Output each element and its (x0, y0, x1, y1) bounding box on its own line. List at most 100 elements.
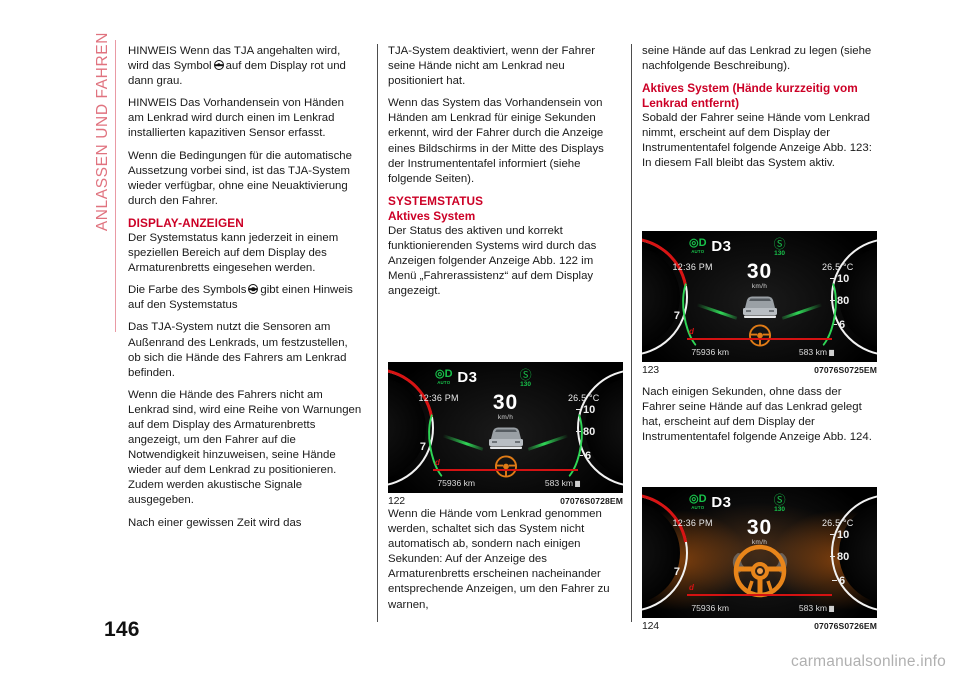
current-speed: 30 km/h (747, 517, 772, 546)
paragraph: Nach einer gewissen Zeit wird das (128, 516, 302, 529)
trip-label: d (689, 326, 694, 336)
trip-label: d (689, 582, 694, 592)
range-value: 583 km (799, 603, 837, 613)
section-heading-systemstatus: SYSTEMSTATUS (388, 193, 484, 208)
odometer-value: 75936 km (691, 347, 730, 358)
gauge-tick (830, 555, 835, 557)
tachometer-value: 7 (419, 440, 426, 453)
paragraph-text-cont: gibt einen Hinweis auf den Systemstatus (128, 284, 353, 312)
auto-label: AUTO (691, 504, 705, 510)
gear-indicator: D3 (711, 493, 732, 511)
steering-wheel-status-icon (748, 324, 771, 347)
text-column-2-continued: Wenn die Hände vom Lenkrad genommen werd… (388, 507, 622, 620)
paragraph-text-cont: auf dem Display rot und dann grau. (128, 60, 346, 88)
paragraph: HINWEIS Das Vorhandensein von Händen am … (128, 97, 344, 140)
figure-number: 122 (388, 495, 405, 507)
figure-number: 124 (642, 620, 659, 632)
speedometer-tick-100: 10 (583, 403, 596, 416)
clock-display: 12:36 PM (672, 262, 713, 273)
fuel-pump-icon (575, 480, 581, 488)
gauge-tick (576, 430, 581, 432)
paragraph: Wenn das System das Vorhandensein von Hä… (388, 97, 604, 185)
figure-code: 07076S0728EM (560, 496, 623, 506)
text-column-2: TJA-System deaktiviert, wenn der Fahrer … (388, 44, 622, 306)
speed-unit: km/h (751, 539, 768, 547)
speedometer-tick-100: 10 (837, 272, 850, 285)
steering-wheel-status-icon (494, 455, 517, 478)
speedometer-tick-60: 6 (585, 449, 592, 462)
tachometer-value: 7 (673, 565, 680, 578)
speed-limit-value: 130 (774, 505, 786, 513)
odometer-value: 75936 km (437, 478, 476, 489)
gauge-tick (578, 454, 583, 456)
speed-value: 30 (746, 516, 773, 540)
current-speed: 30 km/h (747, 261, 772, 290)
fuel-pump-icon (829, 349, 835, 357)
status-bar-divider (686, 594, 833, 596)
range-value: 583 km (545, 478, 583, 488)
running-header-label: ANLASSEN UND FAHREN (94, 32, 111, 232)
gauge-tick (830, 533, 835, 535)
paragraph-text: Die Farbe des Symbols (128, 284, 247, 297)
steering-wheel-icon (248, 284, 259, 295)
fuel-pump-icon (829, 605, 835, 613)
cluster-info-row: 12:36 PM 30 km/h 26.5 °C (642, 517, 877, 546)
gauge-tick (830, 277, 835, 279)
paragraph: Das TJA-System nutzt die Sensoren am Auß… (128, 321, 348, 379)
cluster-info-row: 12:36 PM 30 km/h 26.5 °C (388, 392, 623, 421)
running-header: ANLASSEN UND FAHREN (78, 32, 118, 340)
range-text: 583 km (798, 347, 828, 358)
tachometer-value: 7 (673, 309, 680, 322)
subheading-aktives-system: Aktives System (388, 208, 476, 223)
gear-indicator: D3 (711, 237, 732, 255)
figure-code: 07076S0725EM (814, 365, 877, 375)
subheading-aktives-system-haende: Aktives System (Hände kurzzeitig vom Len… (642, 81, 858, 111)
section-heading-display-anzeigen: DISPLAY-ANZEIGEN (128, 215, 244, 230)
watermark: carmanualsonline.info (791, 653, 946, 670)
range-value: 583 km (799, 347, 837, 357)
odometer-value: 75936 km (691, 603, 730, 614)
gear-indicator: D3 (457, 368, 478, 386)
header-rule (114, 40, 116, 332)
figure-caption-124: 124 07076S0726EM (642, 620, 877, 632)
speed-unit: km/h (751, 283, 768, 291)
steering-wheel-icon (213, 60, 224, 71)
paragraph: Wenn die Hände des Fahrers nicht am Lenk… (128, 388, 362, 507)
figure-number: 123 (642, 364, 659, 376)
steering-wheel-warning-icon (732, 544, 787, 598)
gauge-tick (832, 579, 837, 581)
range-text: 583 km (544, 478, 574, 489)
page-number: 146 (104, 618, 140, 641)
cluster-info-row: 12:36 PM 30 km/h 26.5 °C (642, 261, 877, 290)
paragraph: Sobald der Fahrer seine Hände vom Lenkra… (642, 112, 872, 170)
status-bar-divider (686, 338, 833, 340)
paragraph: HINWEIS Wenn das TJA angehalten wird, wi… (128, 44, 362, 89)
speed-limit-value: 130 (774, 249, 786, 257)
text-column-3-continued: Nach einigen Sekunden, ohne dass der Fah… (642, 385, 876, 452)
tachometer-gauge: 7 (642, 231, 711, 362)
paragraph: Nach einigen Sekunden, ohne dass der Fah… (642, 386, 872, 444)
column-divider-2 (631, 44, 632, 622)
paragraph: Wenn die Hände vom Lenkrad genommen werd… (388, 508, 610, 611)
speedometer-tick-80: 80 (837, 294, 850, 307)
paragraph: Der Systemstatus kann jederzeit in einem… (128, 231, 339, 275)
speedometer-tick-80: 80 (837, 550, 850, 563)
status-bar-divider (432, 469, 579, 471)
clock-display: 12:36 PM (672, 518, 713, 529)
speedometer-tick-100: 10 (837, 528, 850, 541)
gauge-tick (832, 323, 837, 325)
auto-label: AUTO (691, 248, 705, 254)
